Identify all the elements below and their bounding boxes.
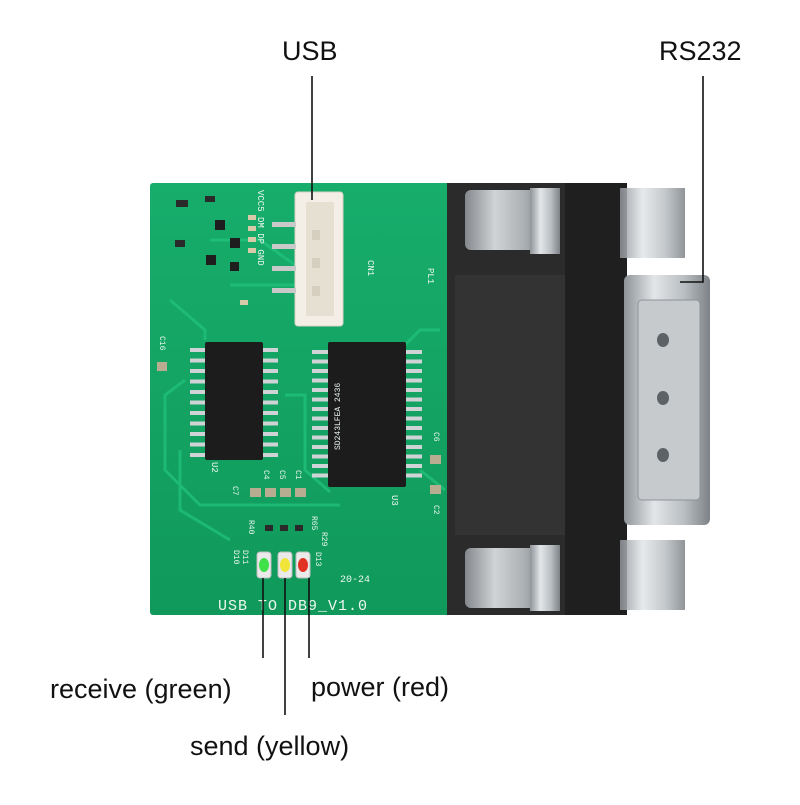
chip-pin	[312, 378, 328, 383]
chip-pin	[312, 426, 328, 430]
leader-lines	[262, 76, 704, 715]
chip-pin	[190, 453, 205, 457]
chip-pin	[312, 473, 328, 478]
chip-pin	[190, 411, 205, 415]
chip-pin	[406, 435, 422, 440]
connector-ref: PL1	[425, 268, 435, 284]
chip-pin	[263, 411, 278, 415]
smd-components-top-left	[175, 196, 256, 305]
chip-pin	[190, 432, 205, 436]
chip-pin	[406, 369, 422, 373]
cap-c16-label: C16	[157, 336, 166, 351]
cap-c4-label: C4	[261, 470, 270, 480]
chip-pin	[190, 421, 205, 426]
receive-led-callout-label: receive (green)	[50, 674, 232, 704]
usb-header-icon	[272, 191, 344, 327]
chip-pin	[406, 454, 422, 459]
red-led-icon	[295, 551, 311, 579]
status-leds	[256, 551, 311, 579]
chip-pin	[406, 416, 422, 421]
cap-c7-label: C7	[230, 486, 239, 496]
chip-pin	[312, 369, 328, 373]
chip-pin	[312, 397, 328, 402]
chip-u3-marking: SD243LFEA 2436	[334, 383, 343, 450]
chip-u2-label: U2	[209, 462, 219, 473]
send-led-callout-label: send (yellow)	[190, 731, 350, 761]
chip-pin	[263, 400, 278, 405]
led-d10-label: D10	[231, 550, 240, 565]
cap-c1-label: C1	[293, 470, 302, 480]
chip-pin	[263, 442, 278, 447]
chip-pin	[263, 453, 278, 457]
usb-pin-labels: VCC5 DM DP GND	[255, 190, 265, 266]
chip-pin	[406, 359, 422, 364]
chip-pin	[312, 407, 328, 411]
chip-pin	[406, 350, 422, 354]
chip-pin	[263, 369, 278, 373]
pcb-traces	[163, 238, 446, 542]
res-r29-label: R29	[319, 532, 328, 547]
chip-pin	[263, 432, 278, 436]
res-r40-label: R40	[246, 520, 255, 535]
cap-c2-label: C2	[431, 505, 440, 515]
led-d11-label: D11	[240, 550, 249, 565]
led-d13-label: D13	[313, 552, 322, 567]
board-date-code: 20-24	[340, 575, 370, 586]
chip-pin	[406, 397, 422, 402]
chip-u2	[190, 342, 278, 460]
chip-pin	[312, 445, 328, 449]
rs232-callout-label: RS232	[659, 36, 742, 66]
chip-pin	[406, 426, 422, 430]
chip-pin	[190, 400, 205, 405]
green-led-icon	[256, 551, 272, 579]
chip-pin	[190, 358, 205, 363]
header-ref: CN1	[365, 260, 375, 276]
chip-pin	[312, 435, 328, 440]
chip-pin	[406, 445, 422, 449]
chip-u3-label: U3	[389, 495, 399, 506]
silkscreen-labels: USB TO DB9_V1.0 20-24 VCC5 DM DP GND CN1…	[157, 190, 440, 615]
pcb-substrate	[150, 183, 450, 615]
chip-pin	[406, 473, 422, 478]
usb-callout-label: USB	[282, 36, 338, 66]
chip-pin	[312, 388, 328, 392]
chip-u3	[312, 342, 422, 487]
yellow-led-icon	[277, 551, 293, 579]
chip-pin	[312, 350, 328, 354]
res-r65-label: R65	[309, 516, 318, 531]
chip-pin	[312, 464, 328, 468]
power-led-callout-label: power (red)	[311, 672, 450, 702]
chip-pin	[263, 379, 278, 384]
chip-pin	[263, 390, 278, 394]
chip-pin	[263, 358, 278, 363]
chip-pin	[312, 454, 328, 459]
board-model-text: USB TO DB9_V1.0	[218, 598, 368, 615]
chip-pin	[263, 348, 278, 352]
chip-pin	[190, 442, 205, 447]
chip-pin	[406, 388, 422, 392]
chip-pin	[190, 390, 205, 394]
chip-pin	[190, 348, 205, 352]
rs232-leader-line	[680, 76, 704, 283]
chip-pin	[406, 378, 422, 383]
chip-pin	[312, 359, 328, 364]
chip-pin	[406, 464, 422, 468]
chip-pin	[190, 369, 205, 373]
cap-c5-label: C5	[277, 470, 286, 480]
cap-c6-label: C6	[431, 432, 440, 442]
capacitors	[157, 362, 441, 531]
chip-pin	[263, 421, 278, 426]
chip-pin	[406, 407, 422, 411]
chip-pin	[312, 416, 328, 421]
db9-connector-icon	[447, 183, 710, 615]
pcb-board	[150, 183, 450, 615]
chip-pin	[190, 379, 205, 384]
